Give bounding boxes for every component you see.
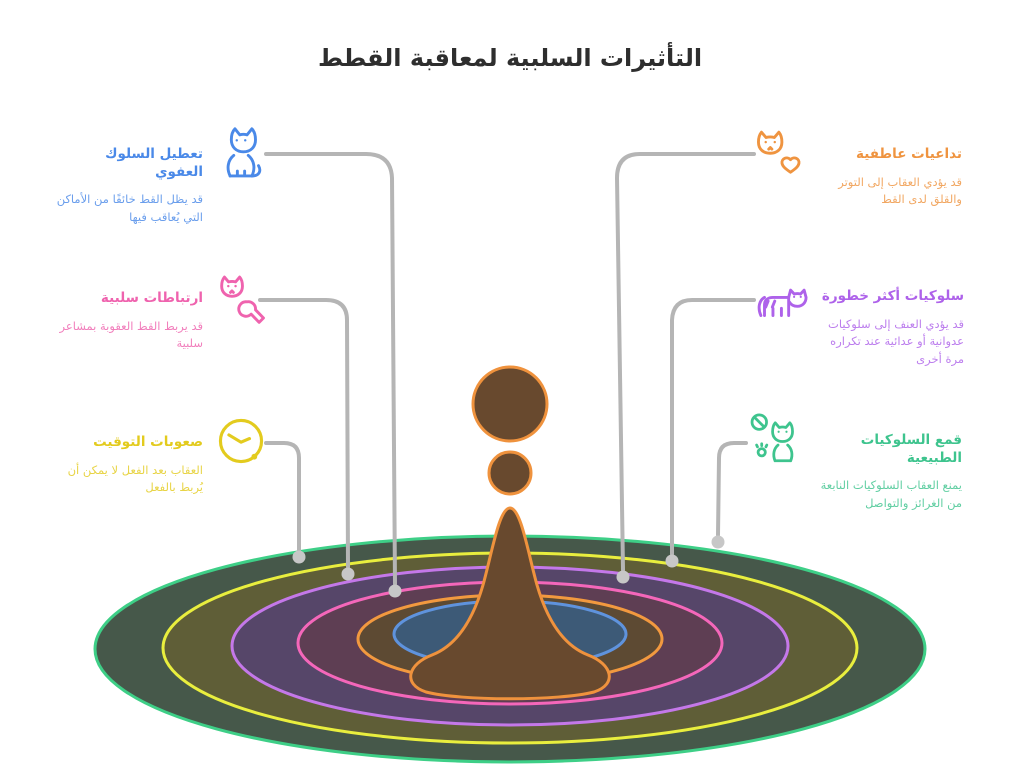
connector-dot [711, 535, 725, 549]
callout-timing-problems: صعوبات التوقيت العقاب بعد الفعل لا يمكن … [62, 412, 270, 497]
splash-column [409, 506, 611, 701]
connector-line-right-3 [716, 441, 748, 537]
connector-dot [616, 570, 630, 584]
callout-body: يمنع العقاب السلوكيات النابعة من الغرائز… [820, 478, 962, 510]
connector-dot [292, 550, 306, 564]
callout-body: قد يظل القط خائفًا من الأماكن التي يُعاق… [56, 192, 203, 224]
callout-body: قد يربط القط العقوبة بمشاعر سلبية [59, 318, 203, 351]
callout-spontaneous-behavior: تعطيل السلوك العفوي قد يظل القط خائفًا م… [56, 124, 270, 227]
droplet-large [471, 365, 549, 443]
callout-heading: صعوبات التوقيت [93, 434, 203, 450]
callout-body: العقاب بعد الفعل لا يمكن أن يُربط بالفعل [67, 462, 203, 495]
connector-line-left-2 [258, 298, 350, 569]
cat-sitting-icon [212, 124, 270, 182]
clock-icon [212, 412, 270, 470]
callout-natural-behavior-suppression: قمع السلوكيات الطبيعية يمنع العقاب السلو… [746, 410, 962, 513]
connector-dot [388, 584, 402, 598]
connector-line-right-1 [615, 152, 756, 572]
callout-body: قد يؤدي العنف إلى سلوكيات عدوانية أو عدا… [828, 316, 964, 367]
callout-heading: قمع السلوكيات الطبيعية [860, 432, 962, 466]
callout-body: قد يؤدي العقاب إلى التوتر والقلق لدى الق… [838, 174, 962, 207]
connector-dot [341, 567, 355, 581]
callout-heading: سلوكيات أكثر خطورة [821, 288, 964, 304]
callout-emotional-fallout: تداعيات عاطفية قد يؤدي العقاب إلى التوتر… [750, 124, 962, 209]
connector-dot [665, 554, 679, 568]
cat-wrench-icon [212, 268, 270, 326]
connector-lines [258, 152, 756, 586]
connector-line-right-2 [670, 298, 756, 556]
callout-negative-associations: ارتباطات سلبية قد يربط القط العقوبة بمشا… [56, 268, 270, 353]
cat-heart-icon [750, 124, 808, 182]
cat-prohibition-icon [746, 410, 804, 468]
droplet-small [487, 450, 533, 496]
callout-riskier-behaviors: سلوكيات أكثر خطورة قد يؤدي العنف إلى سلو… [750, 266, 964, 369]
connector-line-left-1 [264, 152, 397, 586]
connector-line-left-3 [264, 441, 301, 552]
water-splash [409, 365, 611, 701]
callout-heading: ارتباطات سلبية [100, 290, 203, 306]
cat-walking-icon [750, 266, 808, 324]
page-title: التأثيرات السلبية لمعاقبة القطط [317, 44, 703, 72]
callout-heading: تداعيات عاطفية [856, 146, 962, 162]
connector-dots [292, 535, 725, 598]
callout-heading: تعطيل السلوك العفوي [105, 146, 203, 180]
